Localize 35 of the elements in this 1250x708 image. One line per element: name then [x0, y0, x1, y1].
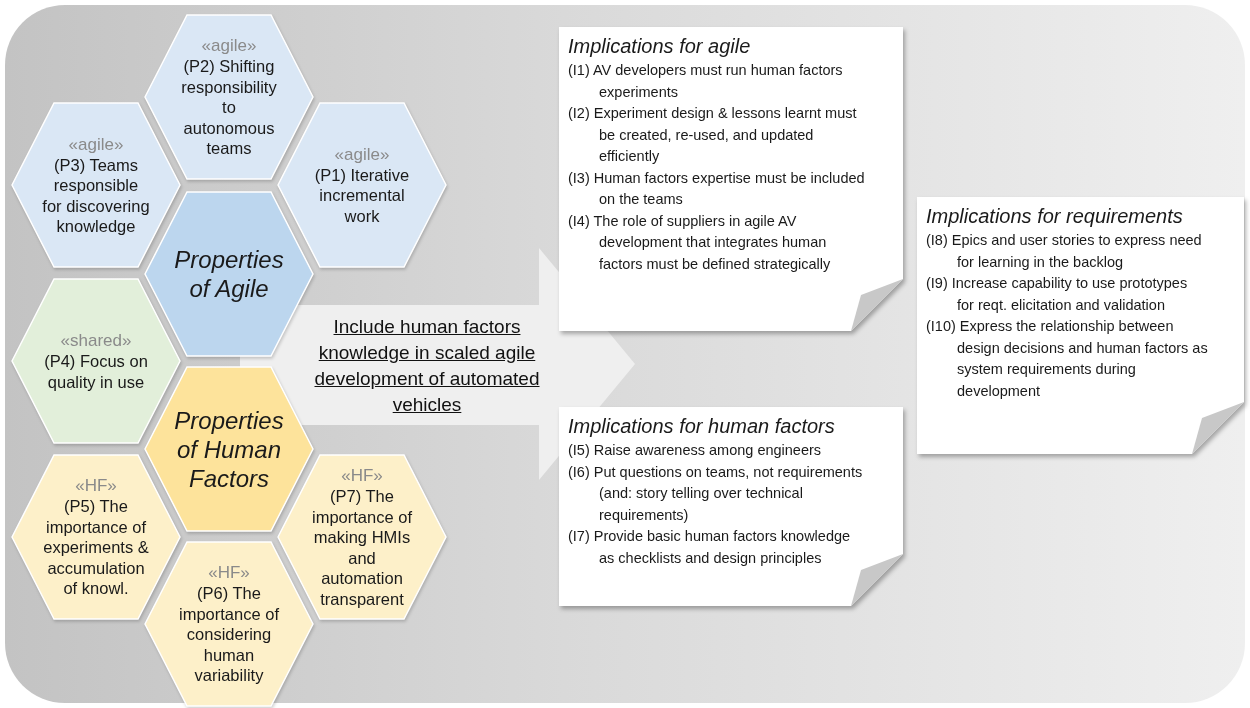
- property-text: (P2) Shifting responsibility to autonomous teams: [180, 56, 278, 159]
- stereotype-label: «HF»: [341, 465, 383, 486]
- implication-item: (I9) Increase capability to use prototypes for reqt. elicitation and validation: [926, 274, 1189, 315]
- category-hexagon: [145, 367, 313, 531]
- note-heading: Implications for agile: [568, 34, 752, 59]
- stereotype-label: «HF»: [75, 475, 117, 497]
- category-title: Properties of Human Factors: [174, 405, 284, 493]
- category-title: Properties of Agile: [174, 245, 284, 303]
- note-card: [559, 27, 903, 331]
- stereotype-label: «HF»: [208, 562, 250, 584]
- note-card: [917, 197, 1244, 454]
- implication-item: (I6) Put questions on teams, not requirements (and: story telling over technical requirements): [568, 462, 864, 525]
- property-text: (P7) The importance of making HMIs and automation transparent: [311, 486, 413, 609]
- stereotype-label: «agile»: [334, 143, 390, 165]
- implication-item: (I3) Human factors expertise must be included on the teams: [568, 168, 866, 209]
- stereotype-label: «shared»: [60, 330, 132, 351]
- implication-item: (I2) Experiment design & lessons learnt must be created, re-used, and updated efficiently: [568, 104, 858, 166]
- stereotype-label: «agile»: [201, 35, 257, 57]
- implication-item: (I10) Express the relationship between design decisions and human factors as system requirements during development: [926, 317, 1208, 401]
- note-heading: Implications for human factors: [568, 414, 836, 439]
- implication-item: (I4) The role of suppliers in agile AV development that integrates human factors must be defined strategically: [568, 211, 832, 274]
- property-hexagon: [278, 455, 446, 619]
- property-text: (P6) The importance of considering human variability: [178, 583, 280, 686]
- note-card: [559, 407, 903, 606]
- property-text: (P1) Iterative incremental work: [313, 164, 411, 227]
- property-text: (P5) The importance of experiments & accumulation of knowl.: [42, 496, 150, 599]
- implication-item: (I8) Epics and user stories to express need for learning in the backlog: [926, 231, 1203, 272]
- implication-item: (I1) AV developers must run human factors experiments: [568, 61, 844, 102]
- implication-item: (I7) Provide basic human factors knowledge as checklists and design principles: [568, 527, 852, 568]
- implication-item: (I5) Raise awareness among engineers: [568, 441, 823, 460]
- stereotype-label: «agile»: [68, 133, 124, 155]
- property-text: (P3) Teams responsible for discovering knowledge: [42, 154, 150, 237]
- goal-text: Include human factors knowledge in scaled agile development of automated vehicles: [313, 315, 541, 417]
- property-text: (P4) Focus on quality in use: [43, 351, 149, 392]
- note-heading: Implications for requirements: [926, 204, 1184, 229]
